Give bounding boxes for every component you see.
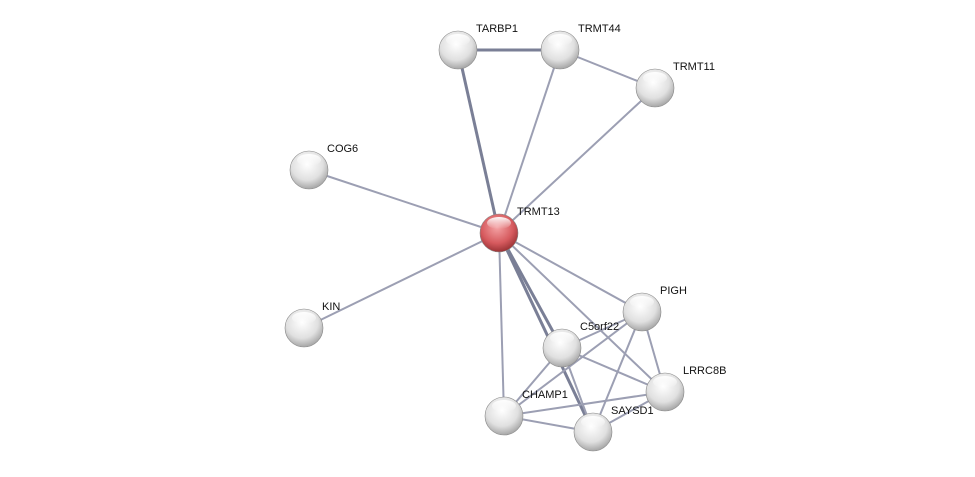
node-label: TRMT11 xyxy=(673,61,715,73)
node-highlight xyxy=(548,34,572,46)
node-label: SAYSD1 xyxy=(611,405,654,417)
edge-trmt13-lrrc8b[interactable] xyxy=(498,232,666,393)
edge-tarbp1-trmt13[interactable] xyxy=(456,49,501,234)
node-label: C5orf22 xyxy=(580,321,619,333)
node-label: CHAMP1 xyxy=(522,389,568,401)
node-label: COG6 xyxy=(327,143,358,155)
node-label: TARBP1 xyxy=(476,23,518,35)
node-label: TRMT13 xyxy=(517,206,560,218)
node-trmt44[interactable]: TRMT44 xyxy=(540,23,621,70)
node-highlight xyxy=(653,376,677,388)
node-highlight xyxy=(643,72,667,84)
node-label: TRMT44 xyxy=(578,23,621,35)
node-kin[interactable]: KIN xyxy=(284,301,340,348)
node-highlight xyxy=(492,400,516,412)
node-label: KIN xyxy=(322,301,340,313)
edge-lrrc8b-champ1[interactable] xyxy=(503,391,666,417)
node-pigh[interactable]: PIGH xyxy=(622,285,687,332)
node-champ1[interactable]: CHAMP1 xyxy=(484,389,568,436)
node-trmt13[interactable]: TRMT13 xyxy=(479,206,560,253)
edge-kin-trmt13[interactable] xyxy=(303,232,500,329)
edge-pigh-champ1[interactable] xyxy=(503,311,643,417)
edge-trmt13-champ1[interactable] xyxy=(498,232,505,417)
node-highlight xyxy=(550,332,574,344)
node-highlight xyxy=(581,416,605,428)
node-label: PIGH xyxy=(660,285,687,297)
node-highlight xyxy=(487,217,511,229)
node-tarbp1[interactable]: TARBP1 xyxy=(438,23,518,70)
node-highlight xyxy=(446,34,470,46)
node-c5orf22[interactable]: C5orf22 xyxy=(542,321,619,368)
node-highlight xyxy=(292,312,316,324)
edge-trmt44-trmt13[interactable] xyxy=(498,49,561,234)
node-saysd1[interactable]: SAYSD1 xyxy=(573,405,654,452)
node-lrrc8b[interactable]: LRRC8B xyxy=(645,365,726,412)
edge-cog6-trmt13[interactable] xyxy=(308,169,500,234)
node-highlight xyxy=(630,296,654,308)
node-trmt11[interactable]: TRMT11 xyxy=(635,61,715,108)
edge-trmt11-trmt13[interactable] xyxy=(498,87,656,234)
node-highlight xyxy=(297,154,321,166)
edge-trmt13-saysd1[interactable] xyxy=(497,232,595,433)
node-cog6[interactable]: COG6 xyxy=(289,143,358,190)
node-label: LRRC8B xyxy=(683,365,726,377)
edge-trmt13-pigh[interactable] xyxy=(498,232,643,313)
